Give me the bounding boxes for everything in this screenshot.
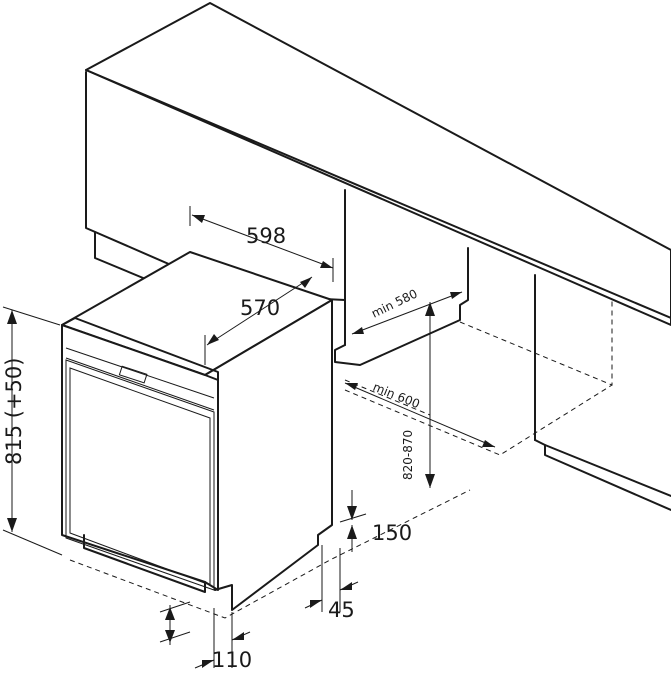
dim-min-600 <box>344 382 496 448</box>
label-45: 45 <box>328 598 355 622</box>
dim-598 <box>189 206 334 282</box>
worktop <box>85 2 671 326</box>
display-panel <box>118 365 148 384</box>
label-815: 815 (+50) <box>2 358 26 465</box>
label-110: 110 <box>212 648 252 672</box>
dim-min-580 <box>351 291 463 335</box>
niche-floor-outline <box>69 300 613 619</box>
dishwasher <box>61 251 333 611</box>
dim-820-870 <box>425 302 435 488</box>
label-min-600: min 600 <box>371 380 422 411</box>
right-cabinet <box>534 274 671 511</box>
dim-45 <box>304 545 359 612</box>
dim-815 <box>2 306 63 556</box>
label-820-870: 820-870 <box>401 430 415 480</box>
dim-110 <box>159 601 251 669</box>
dim-150 <box>339 490 367 552</box>
label-570: 570 <box>240 296 280 320</box>
dim-570 <box>204 276 313 365</box>
label-598: 598 <box>246 224 286 248</box>
label-min-580: min 580 <box>369 286 420 320</box>
label-150: 150 <box>372 521 412 545</box>
